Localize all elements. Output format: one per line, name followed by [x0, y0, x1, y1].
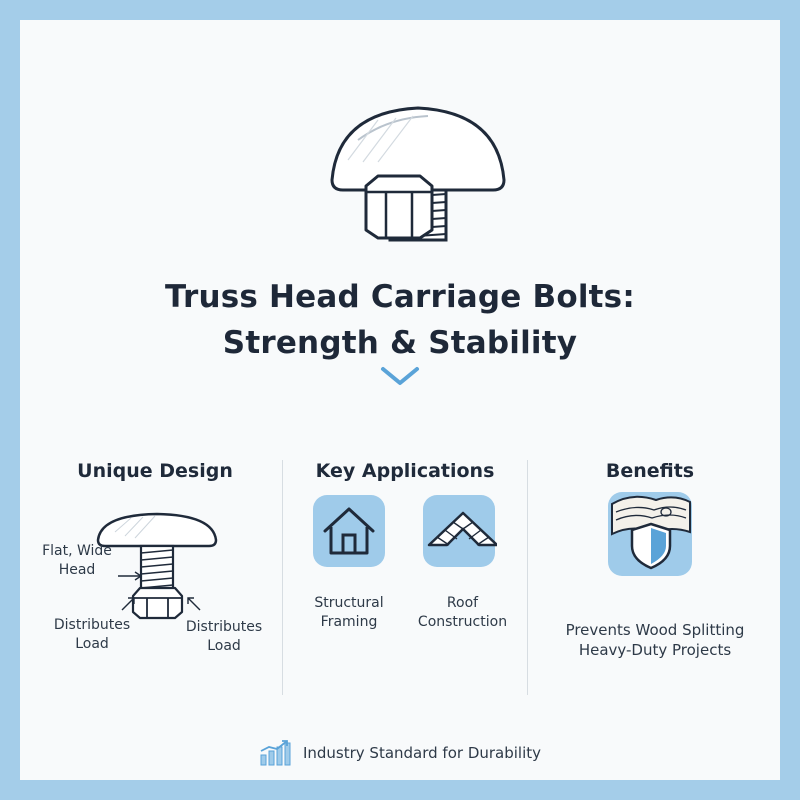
distributes-load-label-right: Distributes Load: [185, 619, 263, 654]
flat-wide-head-label: Flat, Wide Head: [42, 543, 112, 578]
unique-design-heading: Unique Design: [77, 460, 233, 482]
benefits-list: Prevents Wood Splitting Heavy-Duty Proje…: [545, 620, 765, 660]
title-line-1: Truss Head Carriage Bolts:: [165, 279, 635, 315]
chevron-down-icon: [381, 367, 419, 385]
distributes-load-label-left: Distributes Load: [53, 617, 131, 652]
arrow-up-left-icon: [187, 597, 201, 611]
column-divider-2: [527, 460, 528, 695]
page-title: Truss Head Carriage Bolts: Strength & St…: [20, 274, 780, 366]
roof-construction-label: Roof Construction: [417, 595, 508, 630]
arrow-up-right-icon: [121, 597, 135, 611]
small-bolt-diagram: [96, 512, 218, 620]
title-line-2: Strength & Stability: [222, 325, 578, 361]
roof-icon: [423, 495, 497, 567]
bar-chart-trend-icon: [260, 740, 291, 766]
arrow-right-icon: [118, 571, 143, 581]
column-divider-1: [282, 460, 283, 695]
wood-shield-icon: [608, 492, 692, 576]
hex-nut-illustration: [364, 174, 434, 240]
structural-framing-label: Structural Framing: [314, 595, 384, 630]
footer: Industry Standard for Durability: [20, 738, 780, 768]
footer-text: Industry Standard for Durability: [302, 744, 542, 762]
benefits-heading: Benefits: [605, 460, 695, 482]
benefit-item: Prevents Wood Splitting: [565, 621, 745, 639]
key-applications-heading: Key Applications: [315, 460, 495, 482]
house-icon: [313, 495, 385, 567]
benefit-item: Heavy-Duty Projects: [578, 641, 732, 659]
infographic-card: Truss Head Carriage Bolts: Strength & St…: [20, 20, 780, 780]
